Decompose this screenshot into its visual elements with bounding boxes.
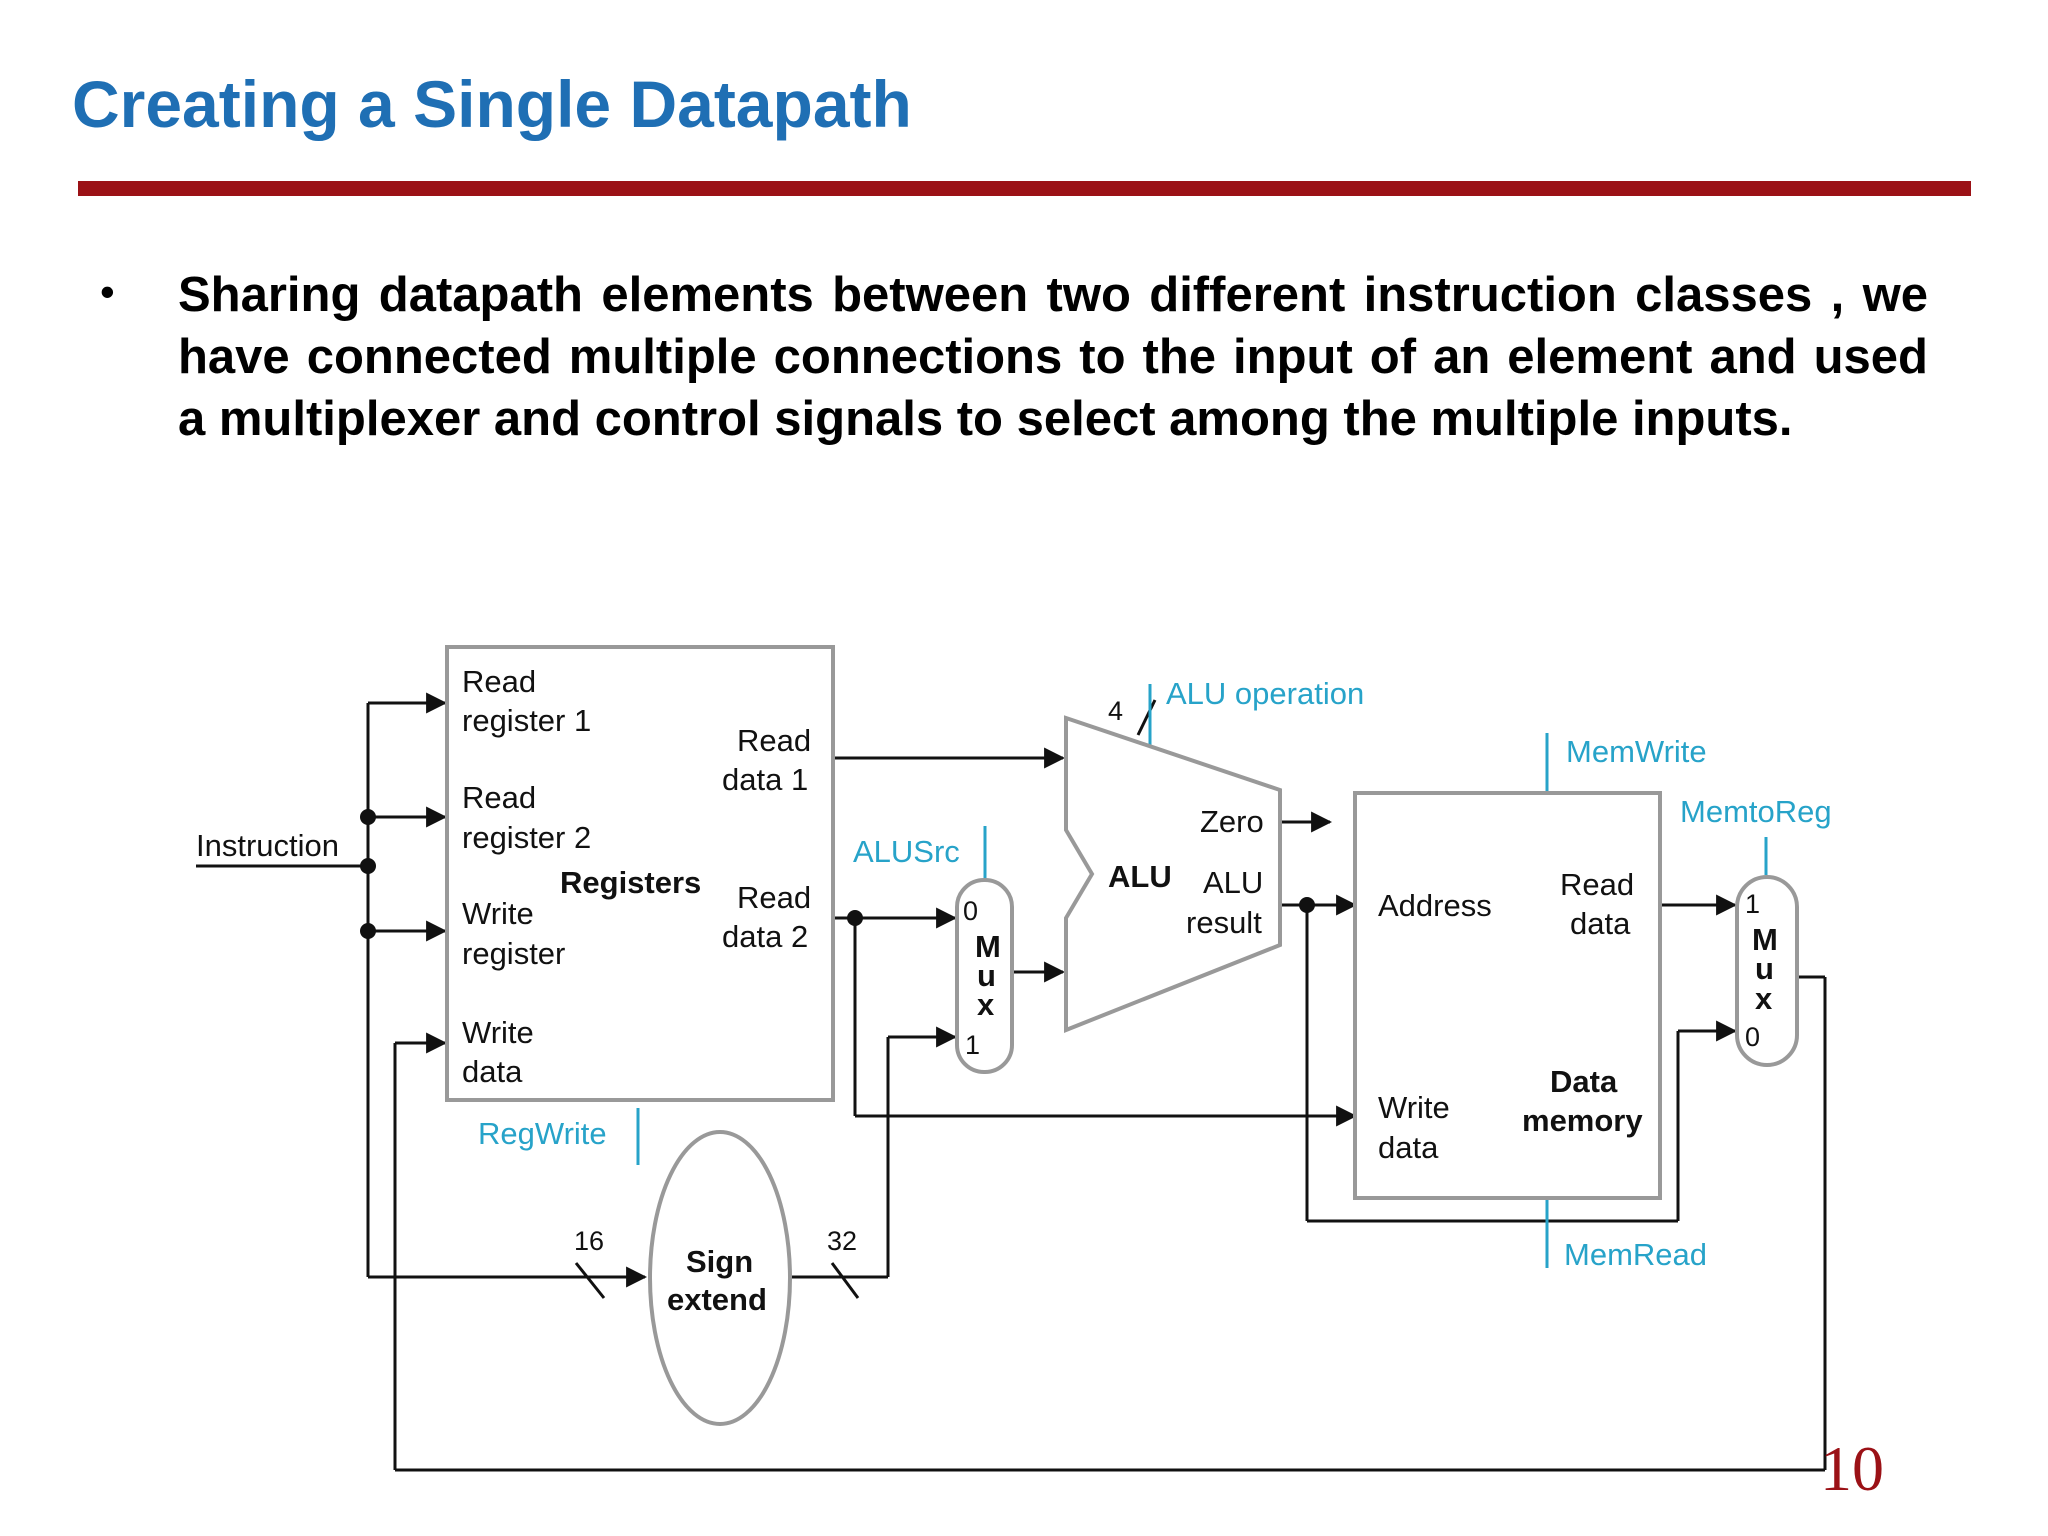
alusrc-mux-letter-m: M: [975, 929, 1001, 964]
alu-operation-width: 4: [1108, 696, 1123, 726]
memtoreg-mux-input-1: 1: [1745, 889, 1760, 919]
alusrc-mux-letter-x: x: [977, 987, 995, 1022]
address-label: Address: [1378, 888, 1492, 923]
alusrc-mux-input-1: 1: [965, 1030, 980, 1060]
write-data-label-line1: Write: [462, 1015, 534, 1050]
write-register-label-line1: Write: [462, 896, 534, 931]
read-register-2-label-line1: Read: [462, 780, 536, 815]
read-register-2-label-line2: register 2: [462, 820, 591, 855]
sign-extend-out-width: 32: [827, 1226, 857, 1256]
zero-label: Zero: [1200, 804, 1264, 839]
width-slash-16: [574, 1262, 606, 1299]
alu-shape: [1064, 715, 1282, 1033]
memory-write-data-label-line2: data: [1378, 1130, 1439, 1165]
alusrc-label: ALUSrc: [853, 834, 960, 869]
bullet-text: Sharing datapath elements between two di…: [178, 268, 1928, 446]
instruction-label: Instruction: [196, 828, 339, 863]
alusrc-mux: [955, 878, 1014, 1074]
registers-block: [445, 645, 835, 1102]
memwrite-label: MemWrite: [1566, 734, 1707, 769]
alu-result-label-line1: ALU: [1203, 865, 1263, 900]
read-register-1-label-line1: Read: [462, 664, 536, 699]
read-data-2-label-line2: data 2: [722, 919, 808, 954]
memory-write-data-label-line1: Write: [1378, 1090, 1450, 1125]
width-slash-4: [1136, 699, 1157, 736]
memtoreg-mux-letter-u: u: [1755, 951, 1774, 986]
alu-label: ALU: [1108, 859, 1172, 894]
memtoreg-mux-letter-x: x: [1755, 981, 1773, 1016]
control-lines: [636, 684, 1768, 1268]
page-number: 10: [1820, 1433, 1884, 1504]
sign-extend-label-line1: Sign: [686, 1244, 753, 1279]
alusrc-mux-input-0: 0: [963, 896, 978, 926]
memtoreg-mux: [1735, 875, 1799, 1067]
junction-dot: [360, 858, 376, 874]
registers-label: Registers: [560, 865, 701, 900]
alu-operation-label: ALU operation: [1166, 676, 1364, 711]
junction-dot: [1299, 897, 1315, 913]
sign-extend-ellipse: [648, 1130, 792, 1426]
read-data-1-label-line1: Read: [737, 723, 811, 758]
slide-title: Creating a Single Datapath: [72, 67, 912, 141]
alusrc-mux-letter-u: u: [977, 958, 996, 993]
regwrite-label: RegWrite: [478, 1116, 607, 1151]
data-memory-block: [1353, 791, 1662, 1200]
junction-dot: [360, 923, 376, 939]
memtoreg-mux-input-0: 0: [1745, 1022, 1760, 1052]
write-data-label-line2: data: [462, 1054, 523, 1089]
sign-extend-label-line2: extend: [667, 1282, 767, 1317]
memory-read-data-label-line1: Read: [1560, 867, 1634, 902]
width-slash-32: [830, 1262, 860, 1299]
memory-read-data-label-line2: data: [1570, 906, 1631, 941]
read-data-2-label-line1: Read: [737, 880, 811, 915]
wires: [196, 692, 1827, 1472]
title-divider: [78, 181, 1971, 196]
memread-label: MemRead: [1564, 1237, 1707, 1272]
write-register-label-line2: register: [462, 936, 565, 971]
junctions: [360, 809, 1315, 939]
data-memory-label-line2: memory: [1522, 1103, 1643, 1138]
alu-result-label-line2: result: [1186, 905, 1262, 940]
bullet-marker: •: [100, 268, 115, 315]
sign-extend-in-width: 16: [574, 1226, 604, 1256]
read-register-1-label-line2: register 1: [462, 703, 591, 738]
junction-dot: [847, 910, 863, 926]
junction-dot: [360, 809, 376, 825]
read-data-1-label-line2: data 1: [722, 762, 808, 797]
memtoreg-label: MemtoReg: [1680, 794, 1832, 829]
memtoreg-mux-letter-m: M: [1752, 922, 1778, 957]
data-memory-label-line1: Data: [1550, 1064, 1618, 1099]
